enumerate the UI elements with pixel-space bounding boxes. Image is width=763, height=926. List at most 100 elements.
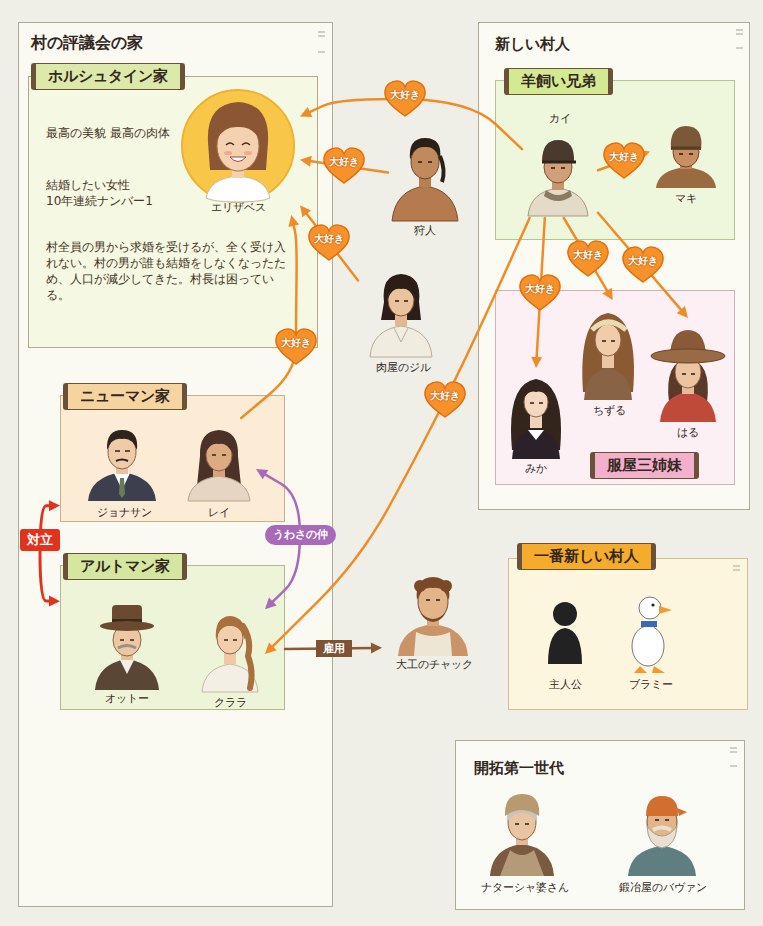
text-slot: 村の評議会の家: [31, 33, 143, 53]
drawing-part: [388, 281, 414, 298]
drawing-part: [584, 368, 632, 400]
drawing-part: [659, 606, 672, 614]
elizabeth-portrait: [182, 90, 294, 202]
drawing-part: [216, 616, 245, 640]
drawing-part: [528, 188, 588, 216]
arrow-head: [602, 288, 612, 300]
drawing-part: [226, 143, 250, 145]
drawing-part: [120, 660, 134, 674]
region-panel: 村の評議会の家ホルシュタイン家最高の美貌 最高の肉体結婚したい女性 10年連続ナ…: [18, 22, 333, 907]
drawing-part: [95, 659, 159, 690]
arrow-head: [300, 107, 312, 117]
panel-heading: 村の評議会の家: [31, 33, 143, 53]
character-card: ナターシャ婆さん: [470, 785, 580, 895]
drawing-part: [515, 823, 529, 825]
edge-label: うわさの仲: [265, 525, 336, 545]
edge-label: 雇用: [316, 640, 352, 658]
character-card: ちずる: [572, 300, 646, 418]
drawing-part: [651, 349, 725, 363]
mika-portrait: [511, 379, 561, 459]
text-slot: みか: [503, 462, 569, 475]
drawing-part: [528, 430, 544, 440]
drawing-part: [417, 577, 450, 600]
drawing-part: [427, 612, 439, 626]
text-slot: 新しい村人: [495, 35, 570, 54]
connector: [40, 500, 60, 606]
text-slot: 一番新しい村人: [517, 543, 656, 570]
bavan-portrait: [628, 796, 696, 876]
text-slot: ジョナサン: [78, 506, 170, 519]
drawing-part: [542, 161, 576, 164]
drawing-part: [414, 580, 426, 592]
drawing-part: [530, 402, 543, 404]
drawing-part: [113, 624, 141, 656]
drawing-part: [88, 472, 156, 501]
text-slot: 村全員の男から求婚を受けるが、全く受け入れない。村の男が誰も結婚をしなくなったた…: [46, 239, 286, 303]
drawing-part: [224, 639, 237, 641]
text-slot: アルトマン家: [63, 553, 187, 580]
drawing-part: [418, 161, 432, 163]
drawing-part: [243, 626, 252, 688]
player-silhouette: [548, 602, 582, 664]
family-box: アルトマン家オットークララ: [60, 565, 285, 710]
drawing-part: [646, 796, 678, 816]
family-box: ホルシュタイン家最高の美貌 最高の肉体結婚したい女性 10年連続ナンバー1村全員…: [28, 76, 318, 348]
drawing-part: [641, 621, 657, 627]
text-slot: 服屋三姉妹: [590, 452, 699, 479]
jill-portrait: [370, 274, 432, 357]
edge-label: 大好き: [423, 381, 467, 402]
drawing-part: [530, 412, 542, 428]
text-slot: エリザベス: [176, 201, 300, 214]
drawing-part: [418, 584, 448, 620]
drawing-part: [653, 828, 671, 831]
region-panel: 新しい村人羊飼い兄弟カイマキ服屋三姉妹みかちずるはる: [478, 22, 750, 510]
text-slot: 大工のチャック: [382, 658, 486, 671]
drawing-part: [516, 832, 528, 845]
name-label: クララ: [195, 696, 265, 709]
banner-heading: 羊飼い兄弟: [504, 68, 613, 95]
heart-label: 大好き: [602, 142, 646, 180]
family-box: 服屋三姉妹 みか ちずるはる: [495, 290, 735, 485]
drawing-part: [392, 186, 458, 221]
text-slot: レイ: [182, 506, 256, 519]
name-label: 主人公: [530, 678, 600, 691]
drawing-part: [208, 102, 268, 170]
drawing-part: [206, 436, 232, 452]
text-slot: はる: [648, 426, 728, 439]
edge-label: 大好き: [518, 274, 562, 295]
drawing-part: [206, 439, 232, 471]
drawing-part: [394, 328, 408, 342]
drawing-part: [100, 621, 154, 631]
drawing-part: [655, 819, 669, 821]
connector-line: [241, 223, 296, 418]
connector: [300, 205, 358, 280]
drawing-part: [119, 478, 125, 498]
drawing-part: [553, 602, 577, 626]
heart-label: 大好き: [423, 381, 467, 419]
text-slot: 羊飼い兄弟: [504, 68, 613, 95]
banner-heading: アルトマン家: [63, 553, 187, 580]
group-box: 開拓第一世代ナターシャ婆さん鍛冶屋のバヴァン: [455, 740, 745, 910]
name-label: 狩人: [388, 224, 462, 237]
drawing-part: [414, 632, 452, 656]
heart-label: 大好き: [383, 80, 427, 118]
drawing-part: [120, 639, 134, 641]
arrow-head: [49, 596, 60, 607]
name-label: ジョナサン: [78, 506, 170, 519]
drawing-part: [647, 826, 677, 848]
name-label: マキ: [650, 192, 722, 205]
portrait-circle: エリザベス: [176, 92, 300, 215]
name-label: 大工のチャック: [382, 658, 486, 671]
drawing-part: [107, 430, 137, 450]
heart-label: 大好き: [322, 147, 366, 185]
drawing-part: [552, 178, 564, 190]
drawing-part: [551, 167, 565, 169]
drawing-part: [670, 330, 706, 356]
text-slot: 結婚したい女性 10年連続ナンバー1: [46, 177, 196, 209]
drawing-part: [114, 473, 130, 490]
drawing-part: [644, 612, 654, 636]
drawing-part: [395, 310, 407, 326]
connector: [564, 218, 613, 300]
text-slot: ニューマン家: [63, 383, 187, 410]
drawing-part: [115, 450, 130, 452]
